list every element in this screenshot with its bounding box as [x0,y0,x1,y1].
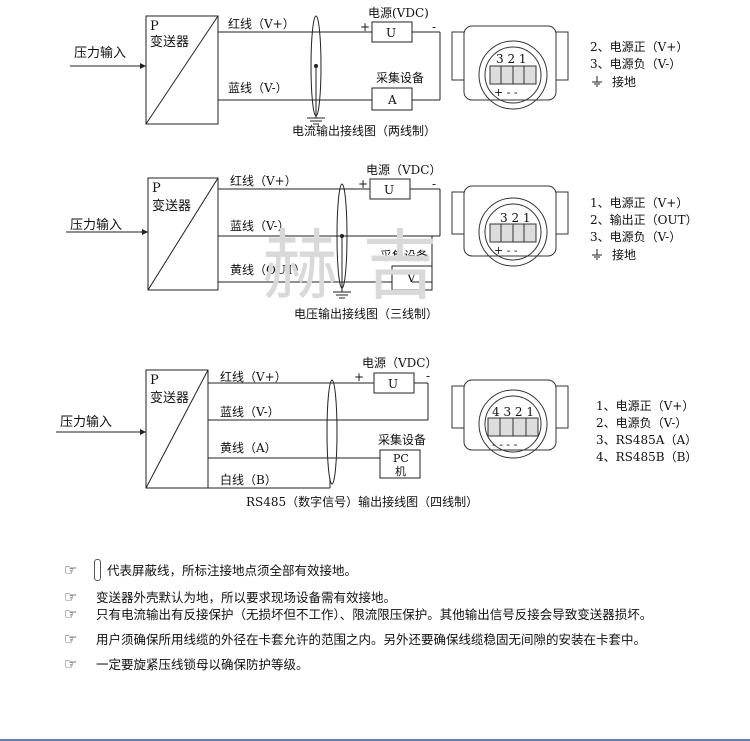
transmitter-box [145,15,219,125]
terminal-signs: - - - - [492,438,518,451]
terminal-numbers: 3 2 1 [496,52,527,66]
transmitter-p: P [152,181,161,196]
minus-sign: - [432,20,436,34]
terminal-signs: + - - [494,86,518,99]
power-box [371,21,413,43]
transmitter-box [145,369,209,489]
note-text: 只有电流输出有反接保护（无损坏但不工作）、限流限压保护。其他输出信号反接会导致变… [96,607,653,622]
transmitter-label: 变送器 [150,34,189,50]
wire-red-label: 红线（V+） [230,173,297,188]
pressure-input-label: 压力输入 [74,45,126,61]
wire-yellow-label: 黄线（A） [220,441,277,455]
shield-symbol-icon [94,559,101,581]
legend-item: 2、输出正（OUT） [590,212,698,227]
housing-terminal-icon [451,25,569,110]
note-item: ☞ 代表屏蔽线，所标注接地点须全部有效接地。 [64,559,714,581]
ground-icon [592,76,602,87]
caption: 电压输出接线图（三线制） [294,306,438,321]
acq-label: 采集设备 [376,70,424,85]
pointing-hand-icon: ☞ [64,655,78,673]
acq-label: 采集设备 [378,432,426,447]
note-text: 代表屏蔽线，所标注接地点须全部有效接地。 [107,563,358,578]
plus-sign: + [354,370,364,384]
diagram-voltage-three-wire [66,177,441,299]
legend-item: 2、电源负（V-） [596,416,687,430]
pressure-input-label: 压力输入 [70,217,122,233]
acq-symbol: V [406,271,416,285]
watermark: 赫 吉 [262,221,438,310]
power-symbol: U [386,26,396,40]
legend-item: 1、电源正（V+） [590,196,688,210]
housing-terminal-icon [451,379,569,459]
note-text: 用户须确保所用线缆的外径在卡套允许的范围之内。另外还要确保线缆稳固无间隙的安装在… [96,632,647,647]
legend-item: 2、电源正（V+） [590,40,688,54]
notes-list: ☞ 代表屏蔽线，所标注接地点须全部有效接地。 ☞ 变送器外壳默认为地，所以要求现… [64,559,714,681]
pressure-input-label: 压力输入 [60,414,112,430]
note-text: 变送器外壳默认为地，所以要求现场设备需有效接地。 [96,590,397,605]
acq-symbol-machine: 机 [395,464,406,478]
acq-box [379,449,421,479]
note-item: ☞ 变送器外壳默认为地，所以要求现场设备需有效接地。 [64,589,714,606]
power-symbol: U [384,183,394,197]
bottom-divider [0,739,750,741]
transmitter-label: 变送器 [150,390,189,406]
acq-symbol-pc: PC [393,452,409,465]
power-symbol: U [388,377,398,391]
legend-item: 4、RS485B（B） [596,450,697,464]
acq-label: 采集设备 [380,248,428,263]
wire-white-label: 白线（B） [220,472,277,487]
power-label: 电源(VDC) [368,6,429,20]
acq-symbol: A [387,93,397,107]
terminal-numbers: 3 2 1 [500,211,531,225]
housing-terminal-icon [451,185,569,267]
acq-box [391,265,433,291]
note-item: ☞ 只有电流输出有反接保护（无损坏但不工作）、限流限压保护。其他输出信号反接会导… [64,606,714,623]
transmitter-box [147,177,219,291]
pointing-hand-icon: ☞ [64,561,78,579]
caption: 电流输出接线图（两线制） [292,123,436,138]
legend-item: 3、电源负（V-） [590,57,681,71]
diagram-rs485-four-wire [56,369,429,489]
terminal-numbers: 4 3 2 1 [492,405,534,419]
wire-blue-label: 蓝线（V-） [230,219,290,233]
legend-item: 接地 [612,247,636,262]
power-box [369,178,411,200]
note-text: 一定要旋紧压线锁母以确保防护等级。 [96,657,309,672]
transmitter-label: 变送器 [152,198,191,214]
minus-sign: - [432,177,436,191]
plus-sign: + [358,177,368,191]
power-label: 电源（VDC） [366,163,441,177]
pointing-hand-icon: ☞ [64,605,78,623]
caption: RS485（数字信号）输出接线图（四线制） [246,494,478,509]
plus-sign: + [360,20,370,34]
wire-red-label: 红线（V+） [228,16,295,31]
wire-blue-label: 蓝线（V-） [228,81,288,95]
legend-item: 3、电源负（V-） [590,230,681,244]
legend-item: 3、RS485A（A） [596,433,697,447]
pointing-hand-icon: ☞ [64,588,78,606]
note-item: ☞ 一定要旋紧压线锁母以确保防护等级。 [64,656,714,673]
minus-sign: - [426,369,430,383]
wire-red-label: 红线（V+） [220,369,287,384]
power-box [373,372,415,394]
note-item: ☞ 用户须确保所用线缆的外径在卡套允许的范围之内。另外还要确保线缆稳固无间隙的安… [64,631,714,648]
wire-blue-label: 蓝线（V-） [220,405,280,419]
power-label: 电源（VDC） [362,356,437,370]
ground-icon [592,249,602,260]
transmitter-p: P [150,19,159,34]
terminal-signs: + - - [494,244,518,257]
wire-yellow-label: 黄线（OUT） [230,263,306,277]
pointing-hand-icon: ☞ [64,630,78,648]
acq-box [371,87,413,111]
legend-item: 接地 [612,74,636,89]
diagram-current-two-wire [70,15,441,125]
transmitter-p: P [150,373,159,388]
shield-ellipse [326,379,338,485]
legend-item: 1、电源正（V+） [596,399,694,413]
